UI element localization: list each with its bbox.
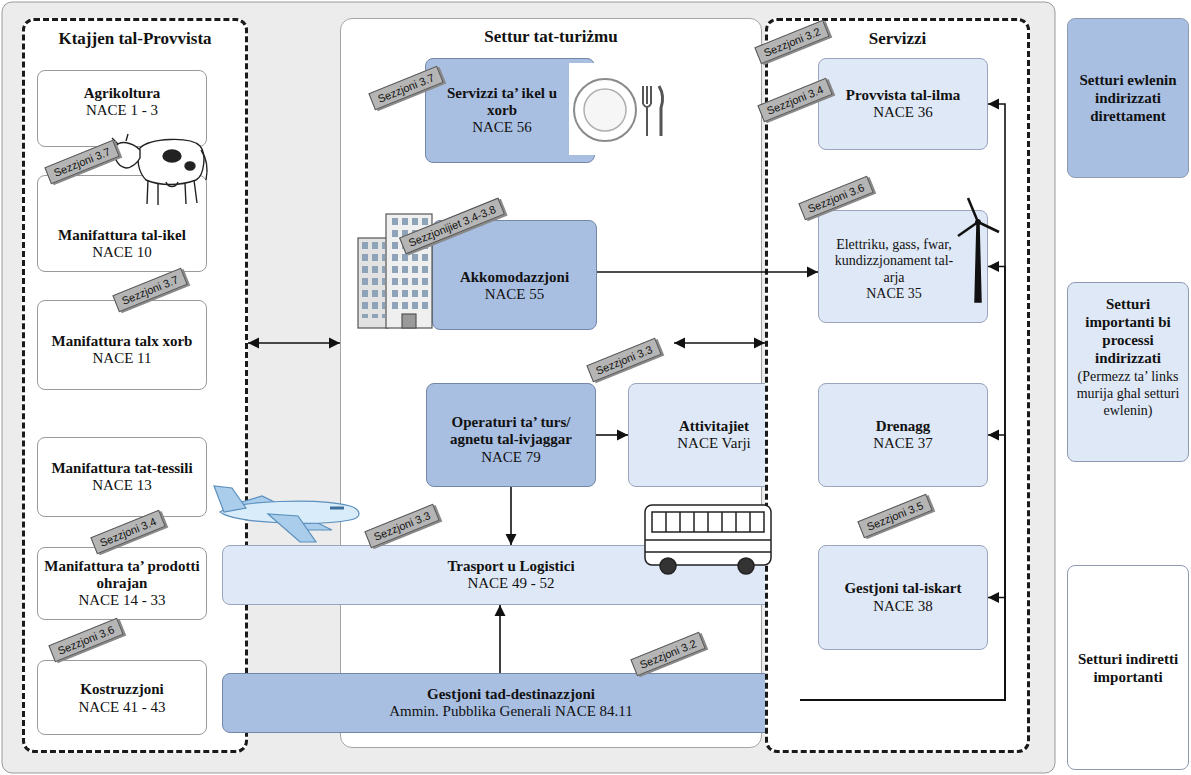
cow-picture [112,134,207,205]
sector-name: Provvista tal-ilma [846,87,960,104]
bus-picture [645,505,771,574]
sector-name: Gestjoni tad-destinazzjoni [427,686,595,703]
section-tag: Sezzjoni 3.4 [90,510,165,554]
connector-arrow [597,271,818,273]
sector-box: KostruzzjoniNACE 41 - 43 [37,660,207,735]
panel-heading: Ktajjen tal-Provvista [58,29,211,49]
sector-name: Drenagg [876,418,931,435]
sector-box: AkkomodazzjoniNACE 55 [432,220,597,330]
sector-box: Operaturi ta’ turs/ agnetu tal-ivjaggarN… [426,383,596,487]
panel-heading: Settur tat-turiżmu [484,27,617,47]
panel-group: Provvista tal-ilmaNACE 36 Elettriku, gass… [765,18,1030,753]
sector-name: Gestjoni tal-iskart [844,580,961,597]
sector-code: NACE 41 - 43 [78,699,165,716]
sector-code: NACE 13 [92,477,152,494]
sector-code: NACE 79 [481,449,541,466]
legend-text: Setturi ewlenin indirizzati direttament [1073,71,1183,125]
connector-arrow [499,605,501,673]
legend-swatch: Setturi ewlenin indirizzati direttament [1067,18,1189,178]
section-tag: Sezzjoni 3.5 [857,494,932,538]
section-tag: Sezzjoni 3.7 [44,140,119,184]
sector-name: Attivitajiet [679,418,749,435]
legend-note: (Permezz ta’ links murija ghal setturi e… [1073,369,1183,419]
sector-code: NACE 1 - 3 [86,102,158,119]
section-tag: Sezzjoni 3.2 [754,20,829,64]
sector-box: DrenaggNACE 37 [818,383,988,487]
sector-name: Kostruzzjoni [80,681,163,698]
sector-code: NACE 35 [866,286,922,302]
section-tag: Sezzjoni 3.6 [798,176,873,220]
sector-code: NACE 55 [485,286,545,303]
sector-name: Trasport u Logistici [447,558,574,575]
connector-arrow [510,487,512,545]
connector-arrow [800,435,1005,700]
sector-box: Gestjoni tal-iskartNACE 38 [818,545,988,650]
sector-code: NACE 14 - 33 [78,592,165,609]
legend-text: Setturi importanti bi processi indirizza… [1073,295,1183,367]
sector-box: AgrikolturaNACE 1 - 3 [37,70,207,147]
connector-arrow [800,598,1005,701]
airplane-picture [214,486,359,542]
sector-code: Ammin. Pubblika Generali NACE 84.11 [389,703,633,720]
connector-arrow [596,434,628,436]
sector-band: Gestjoni tad-destinazzjoniAmmin. Pubblik… [222,673,800,733]
legend-swatch: Setturi indiretti importanti [1067,565,1189,770]
section-tag: Sezzjoni 3.3 [364,504,439,548]
plate-picture [569,63,665,155]
section-tag: Sezzjoni 3.7 [112,268,187,312]
sector-code: NACE 56 [472,119,532,136]
sector-name: Manifattura tat-tessili [51,460,192,477]
sector-name: Manifattura ta’ prodotti ohrajan [42,558,202,593]
sector-name: Elettriku, gass, fwar, kundizzjonament t… [825,237,963,285]
sector-name: Manifattura tal-ikel [58,227,186,244]
sector-box: Manifattura talx xorbNACE 11 [37,300,207,390]
legend-text: Setturi indiretti importanti [1073,650,1183,686]
connector-arrow [674,342,765,344]
legend-swatch: Setturi importanti bi processi indirizza… [1067,282,1189,462]
wind-turbine-picture [958,198,999,302]
section-tag: Sezzjoni 3.4 [757,78,832,122]
sector-code: NACE Varji [677,435,750,452]
connector-arrow [800,267,1005,701]
sector-code: NACE 37 [873,435,933,452]
sector-code: NACE 36 [873,104,933,121]
panel-heading: Servizzi [869,29,927,49]
sector-code: NACE 49 - 52 [467,575,554,592]
sector-box: Elettriku, gass, fwar, kundizzjonament t… [818,210,988,323]
section-tag: Sezzjoni 3.6 [48,618,123,662]
section-tag: Sezzjoni 3.7 [368,66,443,110]
sector-code: NACE 38 [873,598,933,615]
sector-name: Operaturi ta’ turs/ agnetu tal-ivjaggar [433,414,589,449]
sector-name: Akkomodazzjoni [460,269,569,286]
section-tag: Sezzjoni 3.3 [586,338,661,382]
connector-arrow [248,342,340,344]
sector-name: Agrikoltura [84,85,161,102]
sector-box: Manifattura tat-tessiliNACE 13 [37,437,207,517]
sector-box: Manifattura ta’ prodotti ohrajanNACE 14 … [37,547,207,620]
sector-box: Provvista tal-ilmaNACE 36 [818,58,988,150]
sector-code: NACE 11 [92,350,151,367]
section-tag: Sezzjoni 3.2 [630,632,705,676]
sector-box: Manifattura tal-ikelNACE 10 [37,175,207,272]
section-tag: Sezzjonijiet 3.4-3.8 [399,198,505,255]
sector-name: Servizzi ta’ ikel u xorb [432,85,572,120]
sector-code: NACE 10 [92,244,152,261]
sector-name: Manifattura talx xorb [52,333,193,350]
